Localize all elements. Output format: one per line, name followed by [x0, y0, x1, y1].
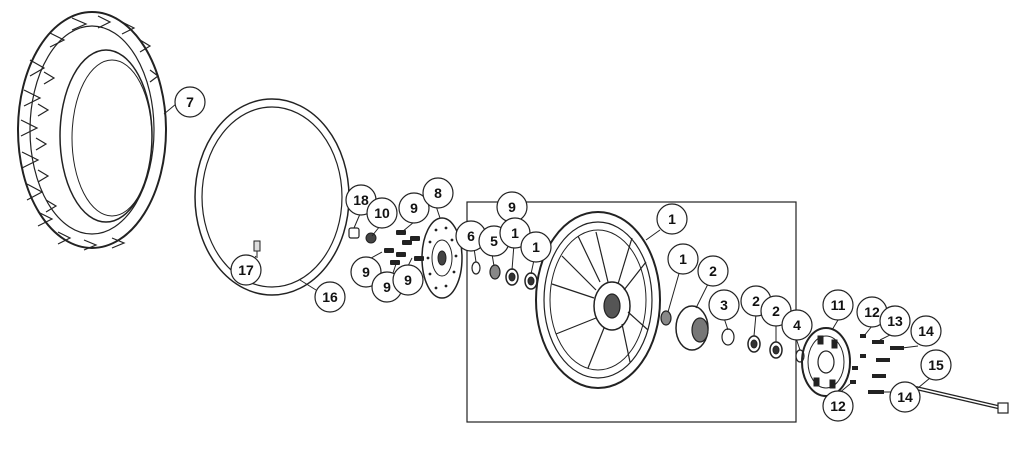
callout-13: 13: [879, 305, 911, 337]
svg-text:17: 17: [238, 262, 254, 278]
svg-text:9: 9: [410, 200, 418, 216]
brake-disc-part: [421, 217, 463, 299]
callout-9-d: 9: [392, 264, 424, 296]
callout-2-a: 2: [697, 255, 729, 287]
sprocket-part: [801, 327, 851, 397]
callout-9-e: 9: [496, 191, 528, 223]
tire-part: [17, 11, 167, 251]
callout-15: 15: [920, 349, 952, 381]
svg-text:2: 2: [709, 263, 717, 279]
svg-text:16: 16: [322, 289, 338, 305]
svg-text:14: 14: [897, 389, 913, 405]
svg-text:8: 8: [434, 185, 442, 201]
svg-text:10: 10: [374, 205, 390, 221]
svg-text:2: 2: [752, 293, 760, 309]
svg-text:13: 13: [887, 313, 903, 329]
callout-4: 4: [781, 309, 813, 341]
valve-stem-part: [253, 240, 261, 258]
disc-bolts-part: [348, 227, 424, 265]
svg-text:18: 18: [353, 192, 369, 208]
svg-text:1: 1: [511, 225, 519, 241]
svg-text:2: 2: [772, 303, 780, 319]
callout-3: 3: [708, 289, 740, 321]
callout-1-d: 1: [667, 243, 699, 275]
callout-12-b: 12: [822, 390, 854, 422]
wheel-rim-part: [535, 211, 661, 389]
left-bearings-part: [471, 261, 538, 290]
svg-text:1: 1: [679, 251, 687, 267]
svg-text:14: 14: [918, 323, 934, 339]
callout-7: 7: [174, 86, 206, 118]
right-hub-part: [660, 305, 805, 363]
svg-text:15: 15: [928, 357, 944, 373]
svg-text:11: 11: [831, 297, 846, 313]
svg-text:12: 12: [864, 304, 880, 320]
svg-text:1: 1: [532, 239, 540, 255]
svg-text:4: 4: [793, 317, 801, 333]
callouts: 7 16 17 18 10 9 8 9 9 9 9 6 5 1 1 1 1 2 …: [174, 86, 952, 422]
svg-text:7: 7: [186, 94, 194, 110]
svg-text:9: 9: [383, 279, 391, 295]
svg-text:1: 1: [668, 211, 676, 227]
callout-17: 17: [230, 254, 262, 286]
svg-text:6: 6: [467, 228, 475, 244]
inner-tube-part: [194, 98, 350, 296]
callout-1-c: 1: [656, 203, 688, 235]
callout-16: 16: [314, 281, 346, 313]
svg-text:5: 5: [490, 233, 498, 249]
svg-text:9: 9: [404, 272, 412, 288]
svg-text:9: 9: [508, 199, 516, 215]
sprocket-bolts-part: [850, 334, 904, 394]
callout-14-b: 14: [889, 381, 921, 413]
callout-1-b: 1: [520, 231, 552, 263]
axle-part: [915, 386, 1009, 414]
svg-text:9: 9: [362, 264, 370, 280]
callout-11: 11: [822, 289, 854, 321]
svg-text:12: 12: [830, 398, 846, 414]
svg-text:3: 3: [720, 297, 728, 313]
callout-10: 10: [366, 197, 398, 229]
callout-8: 8: [422, 177, 454, 209]
callout-9-a: 9: [398, 192, 430, 224]
callout-14-a: 14: [910, 315, 942, 347]
